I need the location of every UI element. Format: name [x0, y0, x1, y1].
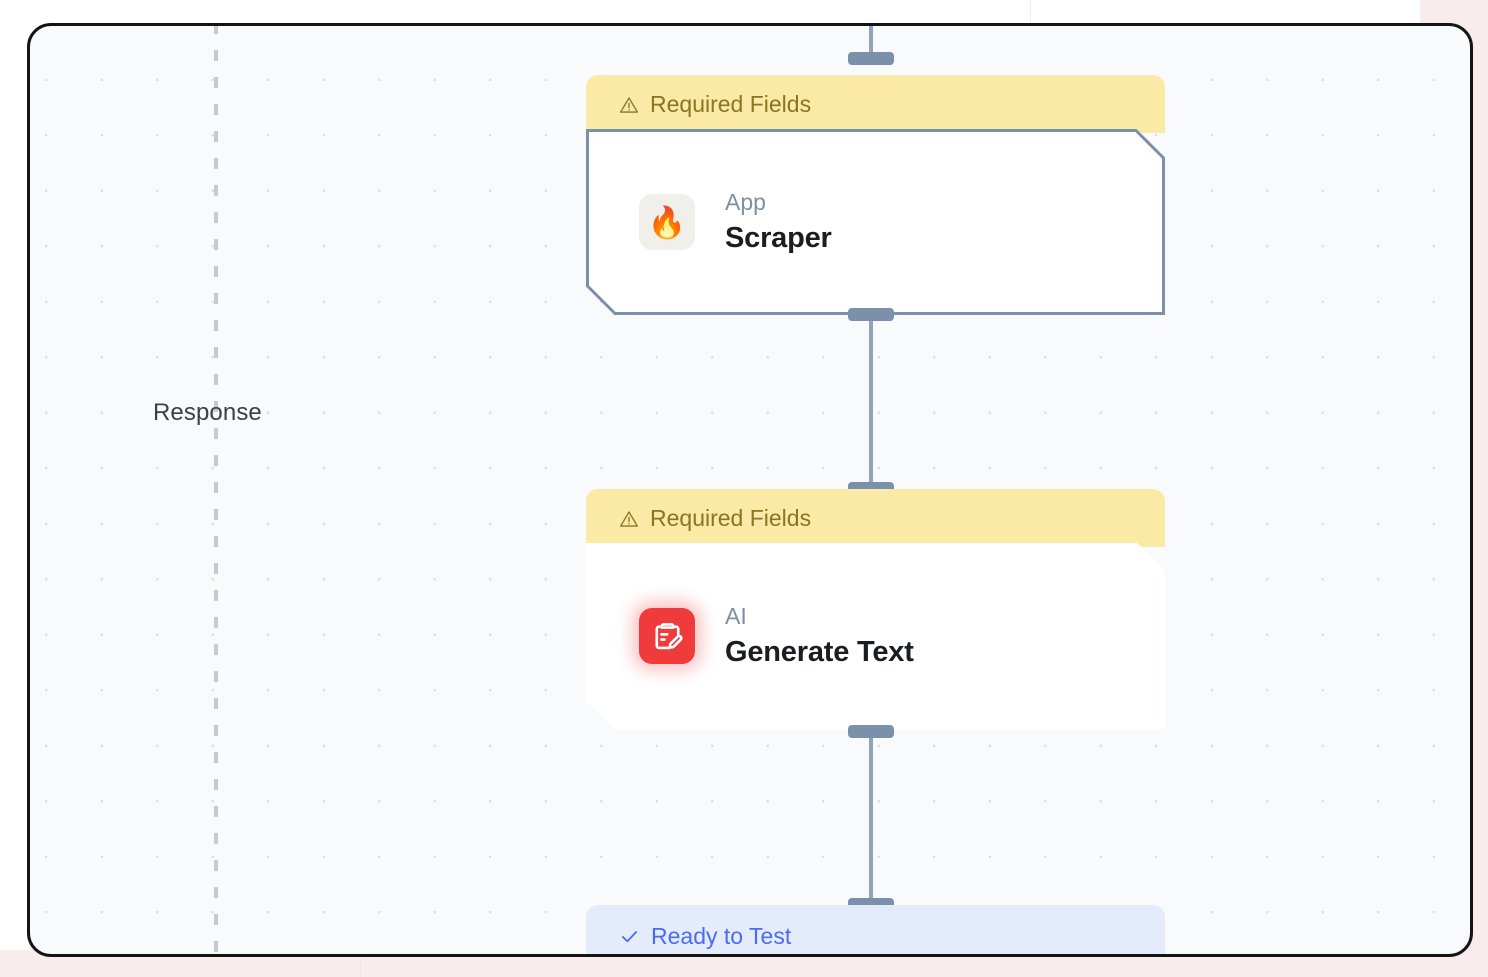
connector-wire	[869, 731, 873, 905]
node-title-label: Scraper	[725, 222, 832, 255]
warning-triangle-icon	[619, 94, 639, 114]
lane-divider-dashed	[214, 26, 218, 954]
node-body[interactable]: 🔥 App Scraper	[586, 129, 1165, 315]
workflow-node-generate-text[interactable]: Required Fields	[586, 489, 1165, 729]
workflow-node-ready-to-test[interactable]: Ready to Test	[586, 905, 1165, 954]
connector-handle-top[interactable]	[848, 725, 894, 738]
connector-scraper-to-generate-text[interactable]	[848, 308, 894, 495]
node-status-label: Required Fields	[650, 90, 812, 117]
fire-icon: 🔥	[639, 194, 695, 250]
node-status-banner-required-fields[interactable]: Required Fields	[586, 75, 1165, 133]
node-content: 🔥 App Scraper	[586, 129, 1165, 315]
warning-triangle-icon	[619, 508, 639, 528]
node-text: App Scraper	[725, 188, 832, 257]
node-content: AI Generate Text	[586, 543, 1165, 729]
clipboard-pencil-icon	[639, 608, 695, 664]
connector-generate-text-to-ready[interactable]	[848, 725, 894, 911]
node-body[interactable]: AI Generate Text	[586, 543, 1165, 729]
node-status-banner-ready-to-test[interactable]: Ready to Test	[586, 905, 1165, 954]
lane-label-response: Response	[153, 399, 262, 426]
fire-icon-glyph: 🔥	[647, 204, 687, 240]
node-kind-label: App	[725, 188, 766, 215]
page-background-left	[0, 0, 30, 950]
workflow-node-scraper[interactable]: Required Fields 🔥 App Scraper	[586, 75, 1165, 315]
node-status-label: Ready to Test	[651, 923, 792, 949]
connector-handle-bottom[interactable]	[848, 52, 894, 65]
connector-wire	[869, 314, 873, 489]
workflow-canvas[interactable]: Response Required Fields	[27, 23, 1473, 957]
connector-incoming[interactable]	[848, 26, 894, 65]
connector-handle-top[interactable]	[848, 308, 894, 321]
node-text: AI Generate Text	[725, 602, 914, 671]
bottom-divider	[360, 947, 361, 977]
node-title-label: Generate Text	[725, 636, 914, 669]
node-status-label: Required Fields	[650, 504, 812, 531]
node-status-banner-required-fields[interactable]: Required Fields	[586, 489, 1165, 547]
top-divider	[1030, 0, 1031, 26]
check-icon	[619, 926, 640, 947]
node-kind-label: AI	[725, 602, 747, 629]
connector-wire	[869, 26, 873, 59]
page-background-top	[0, 0, 1420, 26]
